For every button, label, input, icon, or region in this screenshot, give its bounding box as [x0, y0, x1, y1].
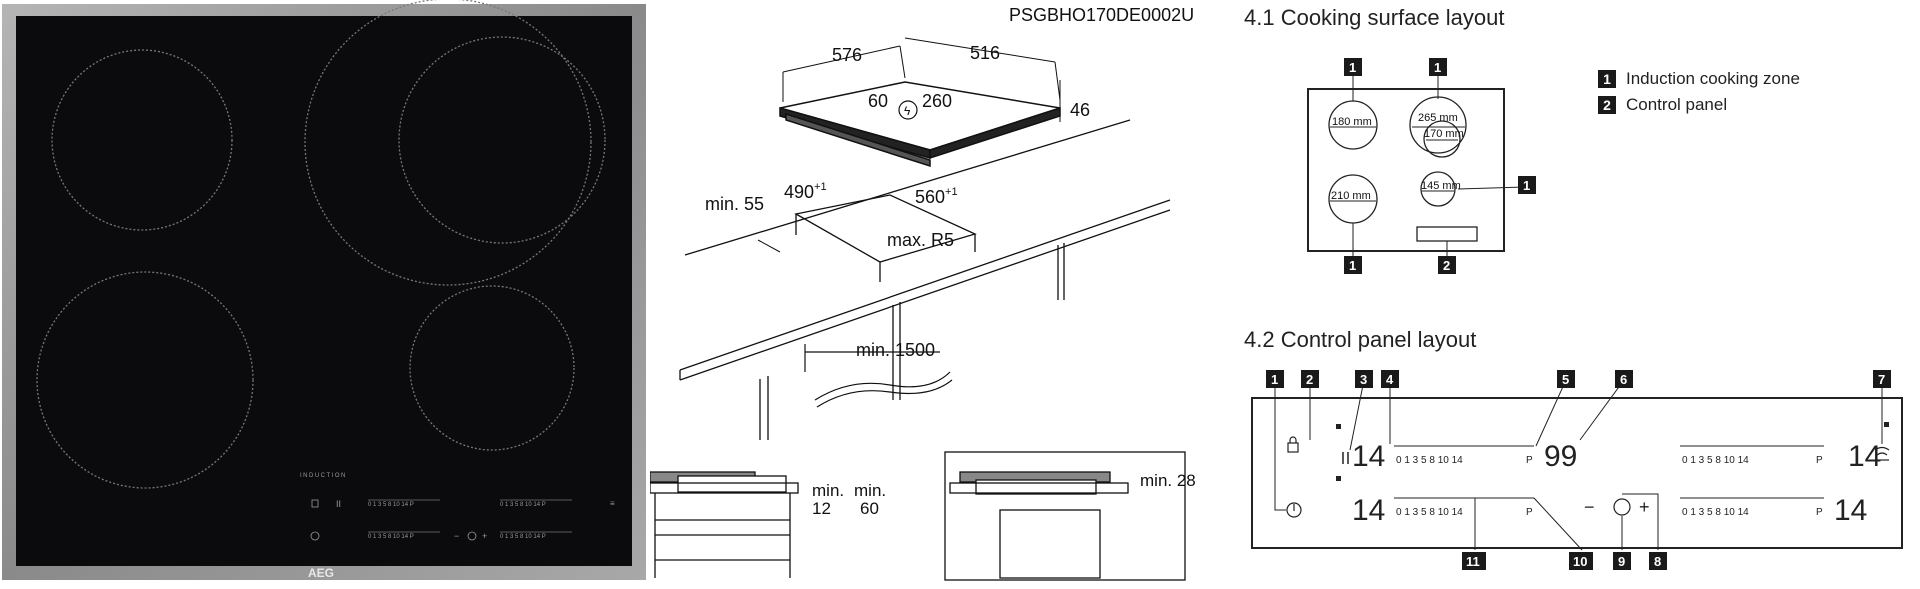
hob-glass [16, 16, 632, 566]
svg-text:ϟ: ϟ [904, 104, 911, 118]
control-panel-diagram: 14 14 99 14 14 0 1 3 5 8 10 14 P 0 1 3 5… [1244, 370, 1914, 580]
timer-display: 99 [1544, 440, 1577, 473]
hob-plus-icon[interactable]: + [482, 531, 487, 541]
zone-size-265: 265 mm [1418, 112, 1458, 124]
callout-2: 2 [1306, 372, 1313, 387]
scale-zone-3-p[interactable]: P [1816, 455, 1823, 466]
legend-item: 2 Control panel [1598, 92, 1800, 118]
scale-zone-1[interactable]: 0 1 3 5 8 10 14 [1396, 455, 1463, 466]
radius: max. R5 [887, 230, 954, 250]
section-left [649, 471, 799, 578]
scale-zone-1-p[interactable]: P [1526, 455, 1533, 466]
hob-scale-br[interactable]: 0 1 3 5 8 10 14 P [500, 534, 546, 540]
legend-badge: 1 [1598, 70, 1616, 88]
display-zone-1: 14 [1352, 440, 1385, 473]
zone-bottom-right [409, 285, 575, 451]
timer-minus[interactable]: − [1584, 497, 1595, 517]
hob-power-icon[interactable] [310, 531, 320, 541]
cutout-width: 490+1 [784, 181, 827, 202]
electric-icon [898, 100, 918, 120]
callout-6: 6 [1620, 372, 1627, 387]
callout-1: 1 [1271, 372, 1278, 387]
hob-scale-tr[interactable]: 0 1 3 5 8 10 14 P [500, 502, 546, 508]
scale-zone-3[interactable]: 0 1 3 5 8 10 14 [1682, 455, 1749, 466]
lock-icon[interactable] [1287, 442, 1299, 453]
zone-size-180: 180 mm [1332, 116, 1372, 128]
cook-badge-2: 2 [1443, 258, 1450, 273]
hob-scale-bl[interactable]: 0 1 3 5 8 10 14 P [368, 534, 414, 540]
worktop [679, 119, 1171, 440]
min-12: 12 [812, 499, 831, 518]
min-28: min. 28 [1140, 471, 1196, 490]
zone-bridge-outer [304, 0, 592, 286]
min-label-b: min. [854, 481, 886, 500]
zone-top-left [51, 49, 233, 231]
cable-min: min. 1500 [856, 340, 935, 360]
cable-length: 260 [922, 91, 952, 111]
scale-zone-4[interactable]: 0 1 3 5 8 10 14 [1682, 507, 1749, 518]
display-zone-2: 14 [1352, 494, 1385, 527]
callout-7: 7 [1878, 372, 1885, 387]
legend-item: 1 Induction cooking zone [1598, 66, 1800, 92]
power-icon[interactable] [1286, 502, 1302, 518]
induction-label: INDUCTION [300, 473, 347, 479]
legend-text: Control panel [1626, 95, 1728, 114]
hob-timer-icon[interactable] [467, 531, 477, 541]
section-right [944, 451, 1186, 581]
display-zone-3: 14 [1848, 440, 1881, 473]
cable-offset: 60 [868, 91, 888, 111]
zone-size-210: 210 mm [1331, 190, 1371, 202]
dim-height: 46 [1070, 100, 1090, 120]
cooking-surface-title: 4.1 Cooking surface layout [1244, 5, 1505, 30]
cook-badge-1b: 1 [1434, 60, 1441, 75]
timer-icon[interactable] [1613, 498, 1631, 516]
min-edge: min. 55 [705, 194, 764, 214]
display-zone-4: 14 [1834, 494, 1867, 527]
hob-lock-icon[interactable] [311, 499, 319, 508]
zone-size-170: 170 mm [1424, 128, 1464, 140]
legend-text: Induction cooking zone [1626, 69, 1800, 88]
callout-11: 11 [1466, 554, 1480, 569]
installation-diagram: PSGBHO170DE0002U 576 516 46 60 ϟ 260 [649, 0, 1240, 584]
callout-4: 4 [1386, 372, 1394, 387]
legend-badge: 2 [1598, 96, 1616, 114]
cooking-surface-diagram: 180 mm 265 mm 170 mm 210 mm 145 mm 1 1 1… [1300, 55, 1590, 285]
zone-bottom-left [36, 271, 254, 489]
cook-badge-1a: 1 [1349, 60, 1356, 75]
callout-9: 9 [1618, 554, 1625, 569]
timer-plus[interactable]: + [1639, 497, 1650, 517]
callout-5: 5 [1562, 372, 1569, 387]
hob-hob2hood-icon[interactable]: ≡ [610, 499, 615, 508]
hob2hood-icon[interactable] [1874, 446, 1890, 461]
min-label-a: min. [812, 481, 844, 500]
brand-logo: AEG [308, 566, 334, 580]
callout-3: 3 [1360, 372, 1367, 387]
scale-zone-2-p[interactable]: P [1526, 507, 1533, 518]
hob-pause-icon[interactable]: II [336, 499, 341, 509]
scale-zone-2[interactable]: 0 1 3 5 8 10 14 [1396, 507, 1463, 518]
hob-photo: INDUCTION II 0 1 3 5 8 10 14 P 0 1 3 5 8… [0, 0, 650, 584]
control-panel-title: 4.2 Control panel layout [1244, 327, 1477, 352]
dim-depth: 516 [970, 43, 1000, 63]
dim-width: 576 [832, 45, 862, 65]
min-60: 60 [860, 499, 879, 518]
callout-10: 10 [1573, 554, 1587, 569]
zone-bridge-inner [398, 36, 606, 244]
hob-scale-tl[interactable]: 0 1 3 5 8 10 14 P [368, 502, 414, 508]
cutout-depth: 560+1 [915, 186, 958, 207]
cooking-legend: 1 Induction cooking zone 2 Control panel [1598, 66, 1800, 118]
cable [804, 344, 953, 408]
zone-size-145: 145 mm [1421, 180, 1461, 192]
callout-8: 8 [1654, 554, 1661, 569]
model-code: PSGBHO170DE0002U [1009, 5, 1194, 25]
cook-badge-1c: 1 [1523, 178, 1530, 193]
cook-badge-1d: 1 [1349, 258, 1356, 273]
hob-minus-icon[interactable]: − [454, 531, 459, 541]
scale-zone-4-p[interactable]: P [1816, 507, 1823, 518]
